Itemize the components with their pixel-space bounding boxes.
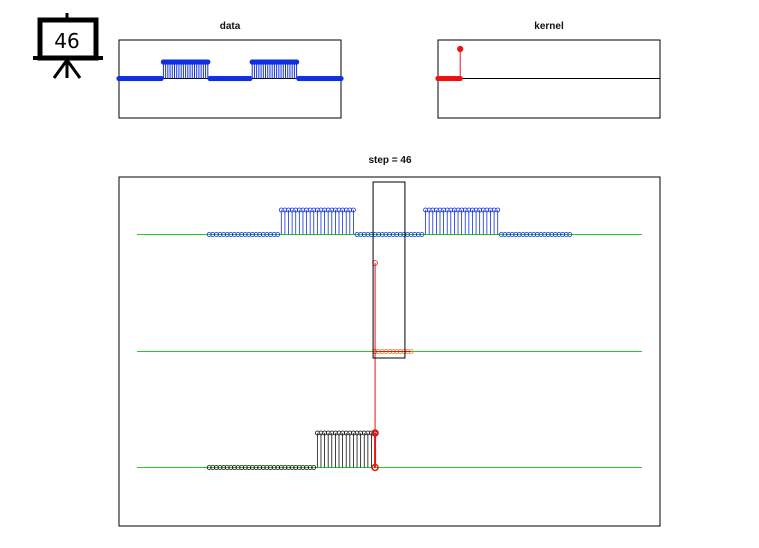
data-point: [205, 59, 211, 65]
step-data-point: [567, 232, 573, 237]
sliding-window: [372, 181, 406, 359]
step-data-point: [351, 207, 356, 213]
step-result-point: [311, 465, 317, 470]
axes-step: [118, 176, 661, 527]
step-current-top: [371, 429, 379, 437]
data-point: [158, 75, 164, 82]
title-data: data: [220, 21, 241, 32]
step-data-point: [495, 207, 501, 213]
step-data-point: [419, 232, 425, 237]
data-point: [247, 75, 253, 82]
data-point: [338, 75, 344, 82]
title-kernel: kernel: [534, 21, 564, 32]
data-point: [293, 59, 300, 65]
badge-label: 46: [54, 29, 79, 53]
title-step: step = 46: [368, 155, 412, 166]
step-current-base: [371, 463, 379, 472]
step-data-point: [275, 232, 281, 237]
presentation-board-icon: [33, 13, 103, 79]
kernel-impulse-point: [457, 45, 464, 53]
